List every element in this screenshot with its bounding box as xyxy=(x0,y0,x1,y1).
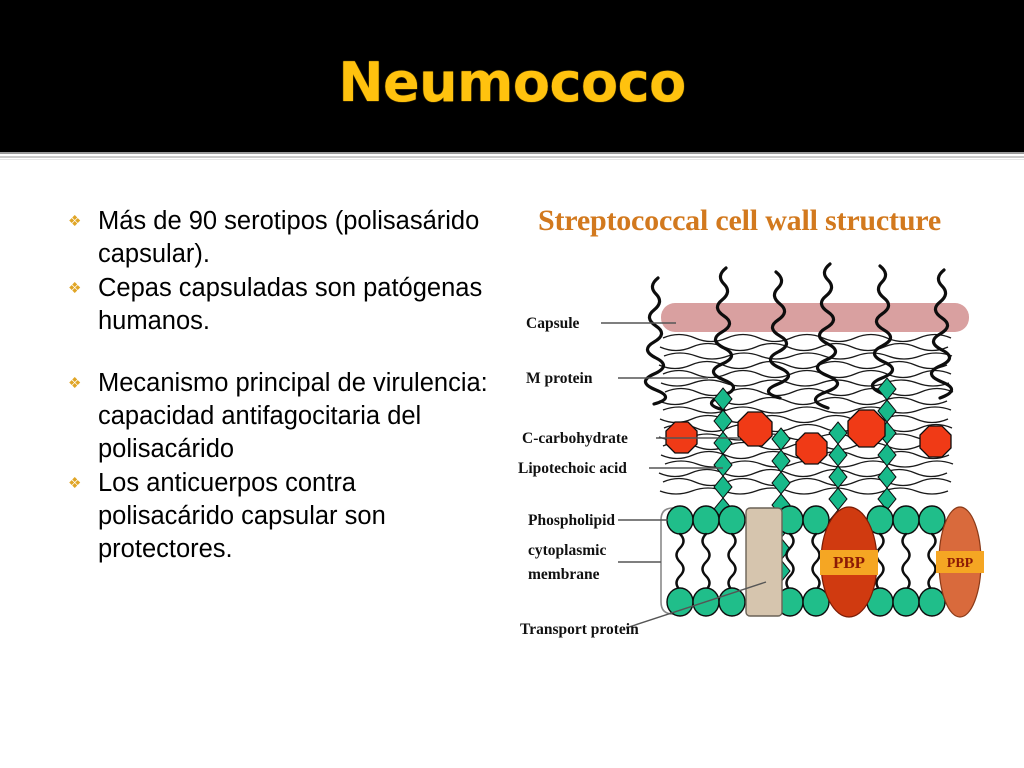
list-item-label: Mecanismo principal de virulencia: capac… xyxy=(98,369,488,463)
c-carbohydrate-molecules xyxy=(665,409,952,465)
m-protein-strands xyxy=(643,262,954,412)
label-capsule: Capsule xyxy=(526,315,580,332)
figure-title: Streptococcal cell wall structure xyxy=(538,204,941,237)
pbp-right: PBP xyxy=(936,506,984,618)
list-item-label: Los anticuerpos contra polisacárido caps… xyxy=(98,469,386,563)
divider-line-middle xyxy=(0,156,1024,158)
page-title: Neumococo xyxy=(338,51,686,114)
list-item: ❖ Mecanismo principal de virulencia: cap… xyxy=(68,367,498,466)
pbp-left-label: PBP xyxy=(833,553,865,572)
leader-transport-protein xyxy=(625,581,767,629)
cell-wall-illustration: PBP PBP Capsule M protein C-carbohydrate… xyxy=(518,262,984,638)
header-divider xyxy=(0,152,1024,162)
transport-protein-channel xyxy=(745,507,783,617)
label-c-carbohydrate: C-carbohydrate xyxy=(522,430,628,447)
list-item-label: Cepas capsuladas son patógenas humanos. xyxy=(98,274,483,335)
label-cytoplasmic-membrane-line1: cytoplasmic xyxy=(528,542,606,559)
cell-wall-layers xyxy=(658,333,954,495)
slide-header: Neumococo xyxy=(0,0,1024,152)
cell-wall-diagram: Streptococcal cell wall structure xyxy=(508,190,1008,650)
bullet-list: ❖ Más de 90 serotipos (polisasárido caps… xyxy=(68,205,498,567)
phospholipid-bilayer xyxy=(666,505,946,617)
divider-line-bottom xyxy=(0,159,1024,160)
list-item-label: Más de 90 serotipos (polisasárido capsul… xyxy=(98,207,480,268)
membrane-bracket xyxy=(660,507,674,615)
list-item: ❖ Más de 90 serotipos (polisasárido caps… xyxy=(68,205,498,271)
label-transport-protein: Transport protein xyxy=(520,621,639,638)
pbp-left: PBP xyxy=(820,506,878,618)
bullet-diamond-icon: ❖ xyxy=(68,475,82,492)
label-phospholipid: Phospholipid xyxy=(528,512,615,529)
pbp-right-label: PBP xyxy=(947,556,974,571)
divider-line-top xyxy=(0,152,1024,154)
list-spacer xyxy=(68,339,498,367)
list-item: ❖ Cepas capsuladas son patógenas humanos… xyxy=(68,272,498,338)
label-m-protein: M protein xyxy=(526,370,593,387)
capsule-band xyxy=(661,303,969,332)
list-item: ❖ Los anticuerpos contra polisacárido ca… xyxy=(68,467,498,566)
bullet-diamond-icon: ❖ xyxy=(68,375,82,392)
bullet-diamond-icon: ❖ xyxy=(68,280,82,297)
label-lipotechoic-acid: Lipotechoic acid xyxy=(518,460,627,477)
bullet-diamond-icon: ❖ xyxy=(68,213,82,230)
label-cytoplasmic-membrane-line2: membrane xyxy=(528,566,600,583)
